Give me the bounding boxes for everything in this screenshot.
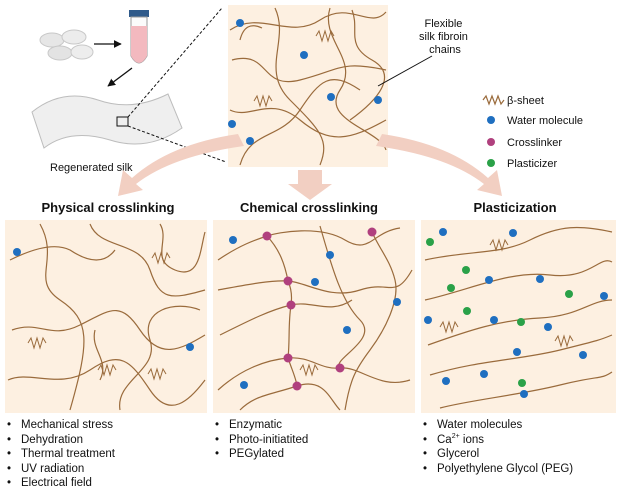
water-molecule: [442, 377, 450, 385]
silk-film-illustration: [31, 93, 183, 149]
water-molecule: [480, 370, 488, 378]
water-molecule: [485, 276, 493, 284]
plasticization-methods-list: Water molecules Ca2+ ions Glycerol Polye…: [421, 418, 573, 476]
list-item: Mechanical stress: [5, 418, 115, 433]
plasticization-panel: [421, 220, 616, 413]
plasticizer-legend-label: Plasticizer: [507, 158, 557, 170]
water-molecule: [343, 326, 351, 334]
chemical-panel: [213, 220, 415, 413]
water-molecule: [513, 348, 521, 356]
plasticizer: [462, 266, 470, 274]
transition-arrows: [118, 134, 502, 200]
water-molecule: [229, 236, 237, 244]
cocoons-illustration: [39, 29, 94, 61]
water-molecule: [536, 275, 544, 283]
plasticizer: [517, 318, 525, 326]
physical-panel: [5, 220, 207, 413]
plasticizer: [447, 284, 455, 292]
regenerated-silk-label: Regenerated silk: [50, 162, 133, 174]
crosslinker: [367, 227, 377, 237]
water-molecule: [509, 229, 517, 237]
list-item: Glycerol: [421, 447, 573, 462]
list-item: UV radiation: [5, 462, 115, 477]
physical-title: Physical crosslinking: [42, 200, 175, 215]
water-molecule: [600, 292, 608, 300]
list-item: Thermal treatment: [5, 447, 115, 462]
arrow-to-plasticization: [376, 134, 502, 196]
plasticizer: [426, 238, 434, 246]
water-molecule: [186, 343, 194, 351]
list-item: Ca2+ ions: [421, 433, 573, 448]
crosslinker-legend-label: Crosslinker: [507, 137, 562, 149]
chemical-title: Chemical crosslinking: [240, 200, 378, 215]
crosslinker: [262, 231, 272, 241]
water-molecule: [393, 298, 401, 306]
water-molecule: [544, 323, 552, 331]
crosslinker: [283, 276, 293, 286]
arrow-to-physical: [118, 134, 244, 196]
list-item: Photo-initiatited: [213, 433, 308, 448]
beta-sheet-legend-icon: [482, 94, 505, 106]
crosslinker: [292, 381, 302, 391]
water-legend-dot: [487, 116, 495, 124]
water-legend-label: Water molecule: [507, 115, 583, 127]
plasticizer: [565, 290, 573, 298]
ions-text: ions: [462, 433, 484, 446]
list-item: Water molecules: [421, 418, 573, 433]
zoom-panel: [228, 5, 388, 167]
arrow-to-chemical: [288, 170, 332, 200]
water-molecule: [13, 248, 21, 256]
plasticizer-legend-dot: [487, 159, 495, 167]
crosslinker-legend-dot: [487, 138, 495, 146]
ca-prefix: Ca: [437, 433, 452, 446]
tube-to-film-arrow: [107, 67, 133, 87]
crosslinker: [335, 363, 345, 373]
chains-callout-line: [377, 55, 433, 87]
plasticization-title: Plasticization: [473, 200, 556, 215]
water-molecule: [424, 316, 432, 324]
list-item: Enzymatic: [213, 418, 308, 433]
water-molecule: [311, 278, 319, 286]
list-item: Electrical field: [5, 476, 115, 491]
legend: β-sheet Water molecule Crosslinker Plast…: [482, 94, 583, 170]
list-item: PEGylated: [213, 447, 308, 462]
water-molecule: [439, 228, 447, 236]
physical-methods-list: Mechanical stress Dehydration Thermal tr…: [5, 418, 115, 491]
water-molecule: [490, 316, 498, 324]
list-item: Dehydration: [5, 433, 115, 448]
plasticizer: [463, 307, 471, 315]
water-molecule: [240, 381, 248, 389]
test-tube-icon: [129, 10, 149, 64]
water-molecule: [326, 251, 334, 259]
water-molecule: [520, 390, 528, 398]
crosslinker: [286, 300, 296, 310]
zoom-line-bottom: [127, 125, 227, 163]
crosslinker: [283, 353, 293, 363]
zoom-line-top: [127, 7, 223, 118]
plasticizer: [518, 379, 526, 387]
beta-sheet-legend-label: β-sheet: [507, 95, 544, 107]
water-molecule: [579, 351, 587, 359]
ca-superscript: 2+: [451, 432, 460, 440]
chemical-methods-list: Enzymatic Photo-initiatited PEGylated: [213, 418, 308, 462]
list-item: Polyethylene Glycol (PEG): [421, 462, 573, 477]
chains-label: Flexible silk fibroin chains: [419, 18, 471, 56]
